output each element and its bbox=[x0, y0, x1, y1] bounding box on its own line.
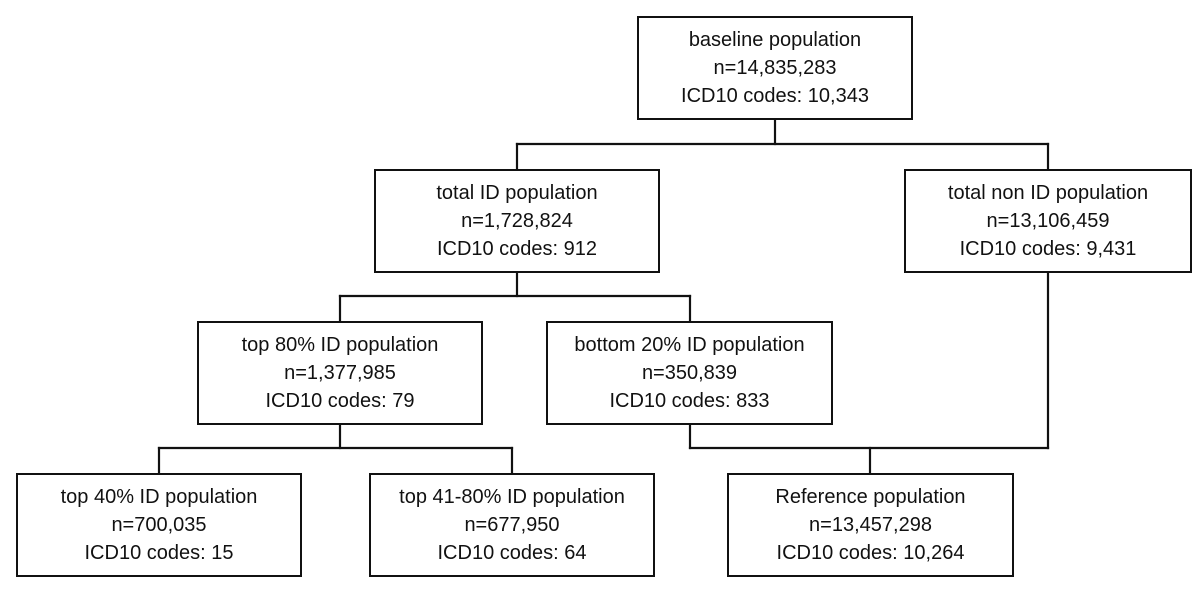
node-baseline-population: baseline population n=14,835,283 ICD10 c… bbox=[637, 16, 913, 120]
node-count: n=350,839 bbox=[641, 362, 738, 384]
node-title: total non ID population bbox=[947, 182, 1149, 204]
node-count: n=1,728,824 bbox=[461, 210, 573, 232]
node-codes: ICD10 codes: 9,431 bbox=[959, 238, 1137, 260]
node-codes: ICD10 codes: 912 bbox=[436, 238, 598, 260]
node-top-80-id-population: top 80% ID population n=1,377,985 ICD10 … bbox=[197, 321, 483, 425]
node-count: n=14,835,283 bbox=[713, 57, 837, 79]
node-top-40-id-population: top 40% ID population n=700,035 ICD10 co… bbox=[16, 473, 302, 577]
node-reference-population: Reference population n=13,457,298 ICD10 … bbox=[727, 473, 1014, 577]
node-codes: ICD10 codes: 833 bbox=[609, 390, 770, 412]
node-count: n=13,106,459 bbox=[986, 210, 1110, 232]
node-codes: ICD10 codes: 10,264 bbox=[776, 542, 965, 564]
node-title: total ID population bbox=[436, 182, 598, 204]
node-title: top 41-80% ID population bbox=[399, 486, 625, 508]
node-count: n=677,950 bbox=[464, 514, 560, 536]
node-total-id-population: total ID population n=1,728,824 ICD10 co… bbox=[374, 169, 660, 273]
node-top-41-80-id-population: top 41-80% ID population n=677,950 ICD10… bbox=[369, 473, 655, 577]
node-count: n=700,035 bbox=[111, 514, 207, 536]
node-codes: ICD10 codes: 15 bbox=[84, 542, 234, 564]
node-title: baseline population bbox=[688, 29, 862, 51]
node-title: Reference population bbox=[775, 486, 966, 508]
node-count: n=13,457,298 bbox=[809, 514, 932, 536]
node-count: n=1,377,985 bbox=[284, 362, 396, 384]
node-total-non-id-population: total non ID population n=13,106,459 ICD… bbox=[904, 169, 1192, 273]
node-title: bottom 20% ID population bbox=[574, 334, 805, 356]
node-title: top 40% ID population bbox=[60, 486, 258, 508]
node-codes: ICD10 codes: 10,343 bbox=[681, 85, 869, 107]
node-codes: ICD10 codes: 64 bbox=[437, 542, 587, 564]
node-codes: ICD10 codes: 79 bbox=[265, 390, 415, 412]
node-title: top 80% ID population bbox=[241, 334, 439, 356]
node-bottom-20-id-population: bottom 20% ID population n=350,839 ICD10… bbox=[546, 321, 833, 425]
